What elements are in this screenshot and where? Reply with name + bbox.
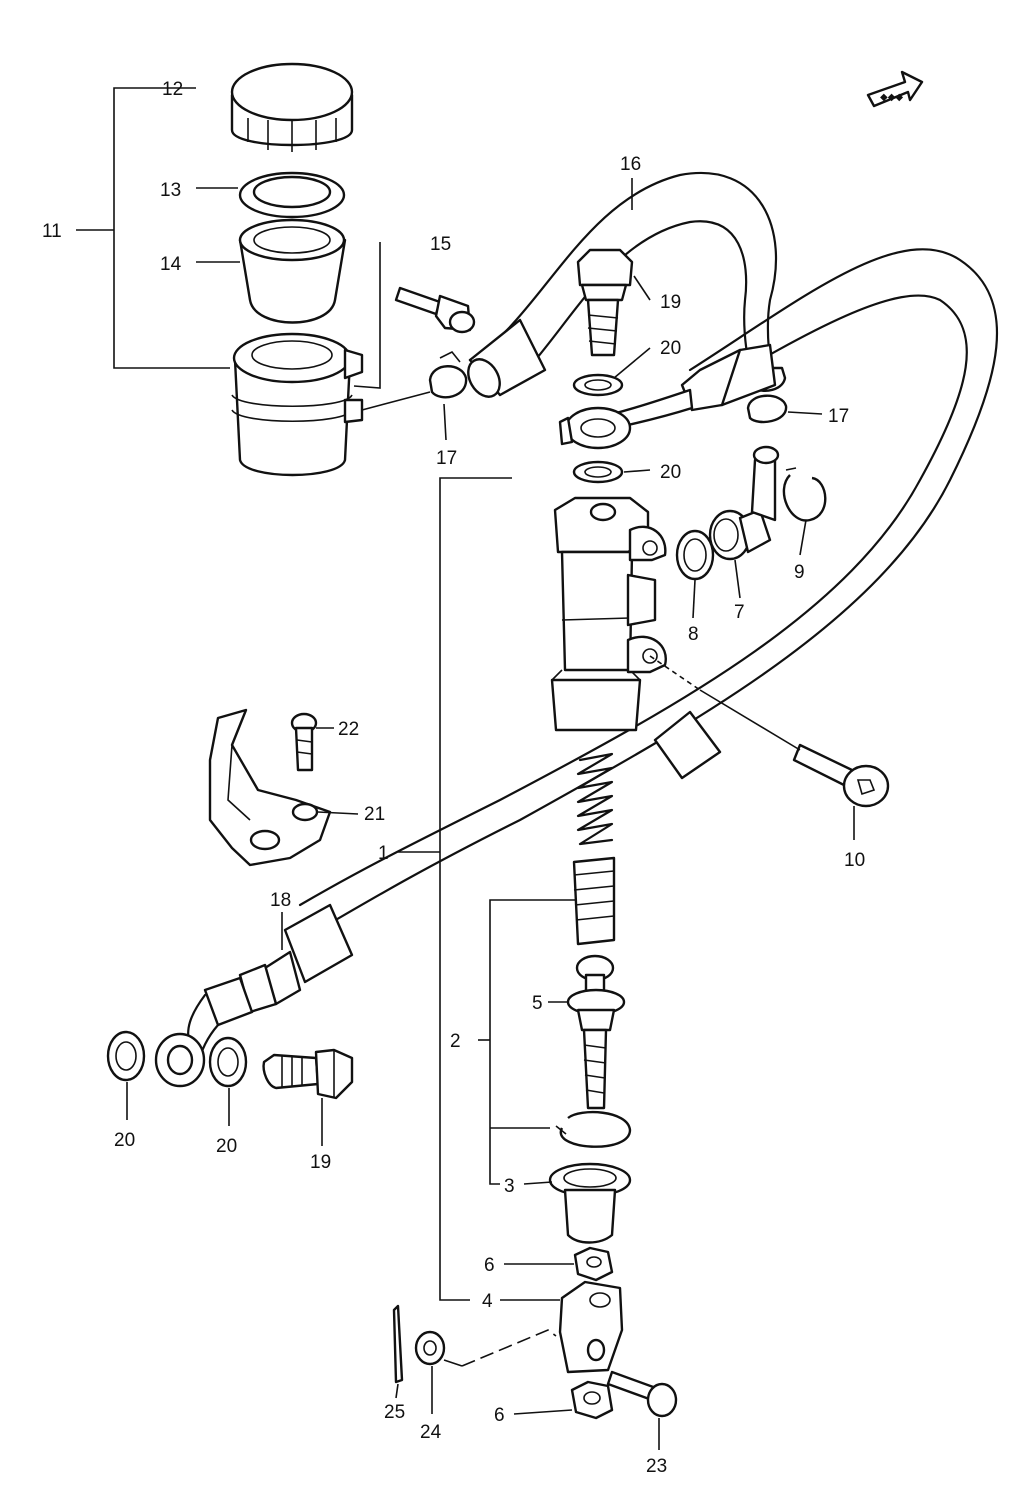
callout-14: 14 xyxy=(160,254,182,275)
piston-cup xyxy=(572,856,616,946)
callout-20-mid: 20 xyxy=(660,462,681,483)
callout-17-right: 17 xyxy=(828,406,849,427)
washer-20-mid xyxy=(572,460,624,484)
union-bolt-19-lower xyxy=(262,1048,354,1100)
callout-13: 13 xyxy=(160,180,181,201)
callout-labels: 12 13 11 14 15 16 19 20 17 17 20 9 7 8 2… xyxy=(42,79,865,1477)
callout-12: 12 xyxy=(162,79,183,100)
reservoir-body xyxy=(231,332,364,477)
bracket-21 xyxy=(208,708,332,867)
clevis-pin-23 xyxy=(606,1370,678,1418)
callout-20-top: 20 xyxy=(660,338,681,359)
nut-6-upper xyxy=(573,1246,614,1282)
callout-1: 1 xyxy=(378,843,389,864)
washer-20-lower-right xyxy=(208,1036,248,1088)
callout-16: 16 xyxy=(620,154,641,175)
callout-9: 9 xyxy=(794,562,805,583)
bolt-22 xyxy=(290,712,318,772)
leader-lines xyxy=(76,87,855,1450)
callout-5: 5 xyxy=(532,993,543,1014)
callout-7: 7 xyxy=(734,602,745,623)
circlip-piston xyxy=(555,1110,632,1148)
callout-22: 22 xyxy=(338,719,359,740)
cotter-pin-25 xyxy=(392,1304,404,1384)
diaphragm xyxy=(238,218,347,324)
connector-elbow-7 xyxy=(708,445,780,561)
callout-6-lower: 6 xyxy=(494,1405,505,1426)
callout-11: 11 xyxy=(42,221,62,242)
brake-hose xyxy=(154,248,999,1088)
callout-18: 18 xyxy=(270,890,291,911)
diaphragm-plate xyxy=(238,171,346,219)
callout-21: 21 xyxy=(364,804,385,825)
callout-2: 2 xyxy=(450,1031,461,1052)
callout-6-upper: 6 xyxy=(484,1255,495,1276)
callout-17-left: 17 xyxy=(436,448,457,469)
o-ring-8 xyxy=(675,529,715,581)
master-cylinder-body xyxy=(550,496,667,732)
clevis-4 xyxy=(558,1280,624,1374)
callout-24: 24 xyxy=(420,1422,442,1443)
spring xyxy=(576,752,614,846)
union-bolt-19-top xyxy=(576,248,634,357)
callout-20-lower-left: 20 xyxy=(114,1130,135,1151)
washer-20-top xyxy=(572,373,624,397)
push-rod-5 xyxy=(566,954,626,1110)
bolt-15 xyxy=(394,286,476,334)
callout-4: 4 xyxy=(482,1291,493,1312)
circlip-9 xyxy=(782,467,827,522)
callout-23: 23 xyxy=(646,1456,667,1477)
nut-6-lower xyxy=(570,1380,614,1420)
banjo-fitting-top xyxy=(558,406,632,450)
hose-clamp-right xyxy=(746,394,788,424)
boot-3 xyxy=(548,1162,632,1244)
reservoir-assembly xyxy=(230,62,364,477)
svg-text:◆◆◆: ◆◆◆ xyxy=(880,92,903,103)
reservoir-cap xyxy=(230,62,354,152)
callout-15: 15 xyxy=(430,234,451,255)
washer-24 xyxy=(414,1330,446,1366)
callout-8: 8 xyxy=(688,624,699,645)
washer-20-lower-left xyxy=(106,1030,146,1082)
callout-3: 3 xyxy=(504,1176,515,1197)
callout-19-top: 19 xyxy=(660,292,681,313)
callout-10: 10 xyxy=(844,850,865,871)
callout-25: 25 xyxy=(384,1402,405,1423)
hose-clamp-left xyxy=(428,350,468,399)
callout-19-lower: 19 xyxy=(310,1152,331,1173)
front-direction-arrow-icon: ◆◆◆ xyxy=(866,70,924,108)
callout-20-lower-right: 20 xyxy=(216,1136,237,1157)
bolt-10 xyxy=(792,743,890,808)
